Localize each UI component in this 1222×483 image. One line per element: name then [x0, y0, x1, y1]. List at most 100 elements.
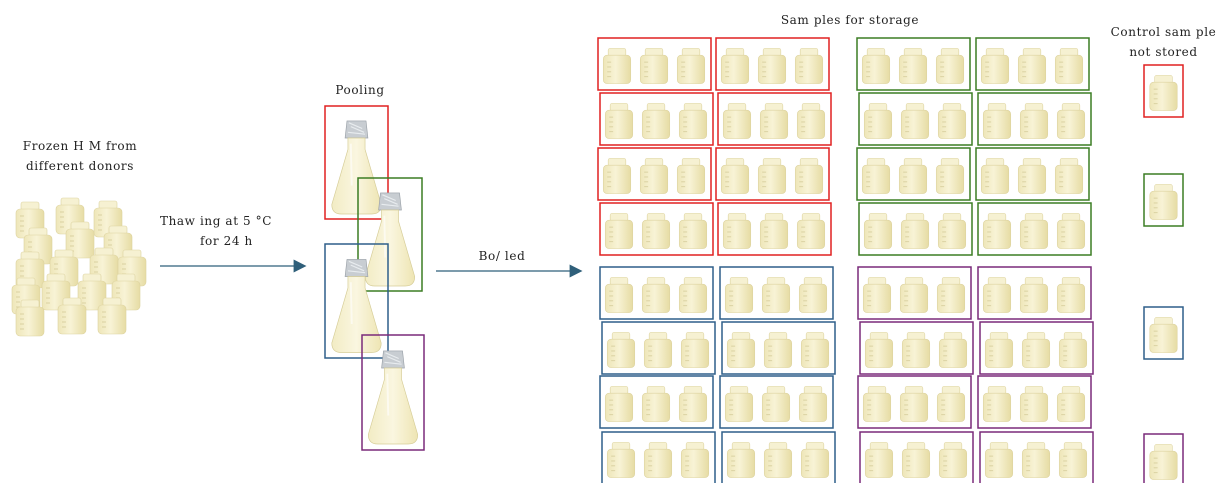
stored-milk-bottle [1020, 277, 1047, 312]
control-samples [1144, 65, 1183, 483]
stored-milk-bottle [758, 48, 785, 83]
stored-milk-bottle [1059, 442, 1086, 477]
stored-milk-bottle [1055, 158, 1082, 193]
stored-milk-bottle [939, 442, 966, 477]
stored-milk-bottle [1055, 48, 1082, 83]
stored-milk-bottle [679, 277, 706, 312]
stored-milk-bottle [985, 442, 1012, 477]
stored-milk-bottle [764, 332, 791, 367]
stored-milk-bottle [797, 213, 824, 248]
stored-milk-bottle [899, 48, 926, 83]
stored-milk-bottle [801, 442, 828, 477]
stored-milk-bottle [723, 213, 750, 248]
pooling-flask [368, 351, 417, 444]
stored-milk-bottle [1059, 332, 1086, 367]
pooling-flasks [325, 106, 424, 450]
stored-milk-bottle [603, 158, 630, 193]
stored-milk-bottle [642, 277, 669, 312]
stored-milk-bottle [795, 158, 822, 193]
stored-milk-bottle [938, 213, 965, 248]
stored-milk-bottle [644, 442, 671, 477]
stored-milk-bottle [762, 277, 789, 312]
stored-milk-bottle [900, 277, 927, 312]
stored-milk-bottle [607, 332, 634, 367]
stored-milk-bottle [681, 332, 708, 367]
stored-milk-bottle [901, 103, 928, 138]
stored-milk-bottle [1057, 213, 1084, 248]
stored-milk-bottle [1020, 386, 1047, 421]
stored-milk-bottle [865, 332, 892, 367]
stored-milk-bottle [605, 213, 632, 248]
stored-milk-bottle [725, 386, 752, 421]
stored-milk-bottle [605, 103, 632, 138]
stored-milk-bottle [679, 386, 706, 421]
stored-milk-bottle [899, 158, 926, 193]
stored-milk-bottle [937, 277, 964, 312]
stored-milk-bottle [1057, 277, 1084, 312]
stored-milk-bottle [863, 386, 890, 421]
stored-milk-bottle [864, 103, 891, 138]
stored-milk-bottle [721, 158, 748, 193]
stored-milk-bottle [677, 48, 704, 83]
stored-milk-bottle [1020, 103, 1047, 138]
stored-milk-bottle [677, 158, 704, 193]
stored-milk-bottle [681, 442, 708, 477]
stored-milk-bottle [727, 442, 754, 477]
stored-milk-bottle [901, 213, 928, 248]
stored-milk-bottle [797, 103, 824, 138]
stored-milk-bottle [863, 277, 890, 312]
stored-milk-bottle [937, 386, 964, 421]
control-milk-bottle [1150, 184, 1177, 219]
stored-milk-bottle [642, 213, 669, 248]
stored-milk-bottle [760, 103, 787, 138]
stored-milk-bottle [983, 386, 1010, 421]
stored-milk-bottle [605, 386, 632, 421]
stored-milk-bottle [936, 48, 963, 83]
stored-milk-bottle [902, 442, 929, 477]
stored-milk-bottle [679, 213, 706, 248]
stored-milk-bottle [981, 48, 1008, 83]
control-milk-bottle [1150, 444, 1177, 479]
stored-milk-bottle [983, 103, 1010, 138]
stored-milk-bottle [981, 158, 1008, 193]
frozen-bottle-cluster [12, 198, 146, 336]
stored-milk-bottle [900, 386, 927, 421]
storage-grid [598, 38, 1093, 483]
stored-milk-bottle [642, 386, 669, 421]
stored-milk-bottle [938, 103, 965, 138]
stored-milk-bottle [864, 213, 891, 248]
stored-milk-bottle [764, 442, 791, 477]
stored-milk-bottle [721, 48, 748, 83]
stored-milk-bottle [801, 332, 828, 367]
stored-milk-bottle [605, 277, 632, 312]
stored-milk-bottle [644, 332, 671, 367]
stored-milk-bottle [936, 158, 963, 193]
stored-milk-bottle [1018, 158, 1045, 193]
stored-milk-bottle [983, 277, 1010, 312]
stored-milk-bottle [607, 442, 634, 477]
pooling-flask [332, 121, 381, 214]
stored-milk-bottle [1018, 48, 1045, 83]
stored-milk-bottle [862, 158, 889, 193]
control-milk-bottle [1150, 317, 1177, 352]
stored-milk-bottle [603, 48, 630, 83]
stored-milk-bottle [727, 332, 754, 367]
stored-milk-bottle [725, 277, 752, 312]
stored-milk-bottle [902, 332, 929, 367]
stored-milk-bottle [985, 332, 1012, 367]
stored-milk-bottle [939, 332, 966, 367]
stored-milk-bottle [795, 48, 822, 83]
stored-milk-bottle [679, 103, 706, 138]
stored-milk-bottle [640, 158, 667, 193]
stored-milk-bottle [862, 48, 889, 83]
stored-milk-bottle [799, 277, 826, 312]
stored-milk-bottle [983, 213, 1010, 248]
stored-milk-bottle [723, 103, 750, 138]
stored-milk-bottle [1022, 332, 1049, 367]
stored-milk-bottle [762, 386, 789, 421]
stored-milk-bottle [1057, 103, 1084, 138]
stored-milk-bottle [799, 386, 826, 421]
stored-milk-bottle [640, 48, 667, 83]
stored-milk-bottle [865, 442, 892, 477]
